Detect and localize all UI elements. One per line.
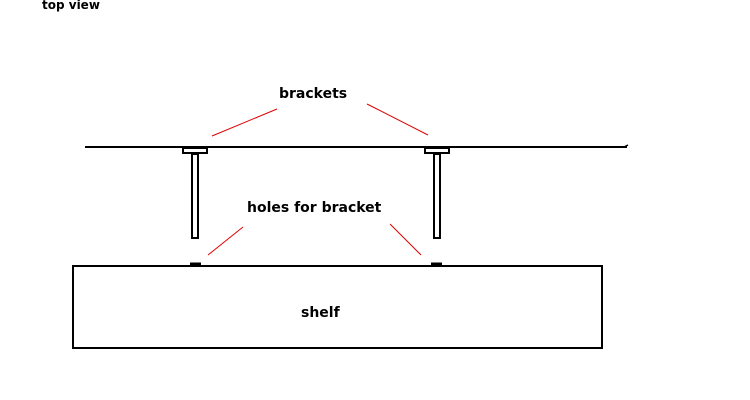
brackets-leader-left [211, 108, 278, 137]
wall-line-end-tick [623, 144, 629, 148]
bracket-right-plate [424, 147, 450, 154]
holes-label: holes for bracket [247, 200, 382, 216]
brackets-leader-right [366, 103, 429, 136]
holes-leader-right [389, 223, 422, 256]
bracket-left-arm [191, 153, 199, 239]
brackets-label: brackets [279, 86, 347, 102]
shelf-outline [72, 265, 603, 349]
shelf-label: shelf [301, 305, 341, 321]
holes-leader-left [207, 226, 244, 256]
bracket-right-arm [433, 153, 441, 239]
view-title: top view [42, 0, 100, 12]
bracket-right [424, 147, 450, 239]
bracket-left [182, 147, 208, 239]
bracket-left-plate [182, 147, 208, 154]
